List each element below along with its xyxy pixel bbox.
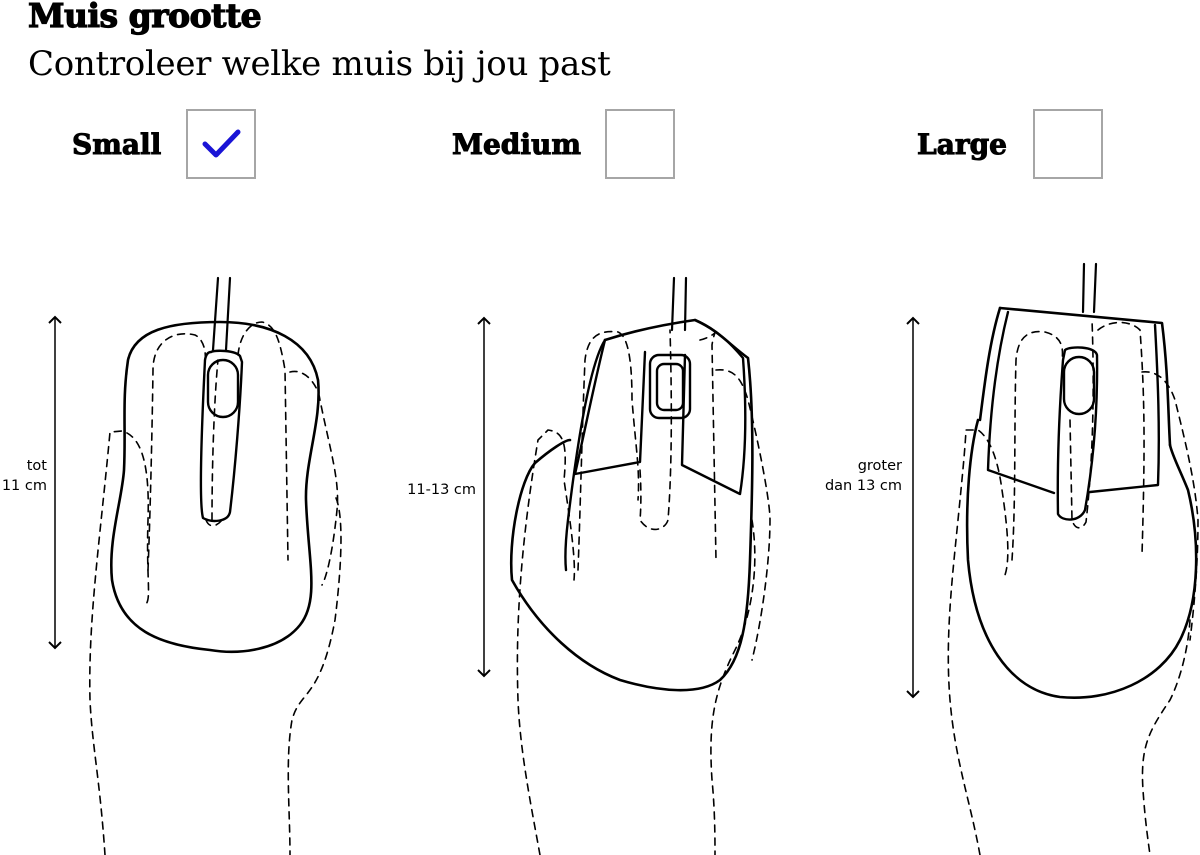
- dimension-label-small: tot 11 cm: [0, 456, 47, 496]
- page-title: Muis grootte: [27, 0, 262, 36]
- checkbox-small[interactable]: [186, 109, 257, 179]
- size-label-medium: Medium: [451, 127, 582, 161]
- checkmark-icon: [202, 129, 241, 158]
- size-option-large[interactable]: Large: [917, 106, 1103, 182]
- large-mouse-illustration: [906, 262, 1199, 855]
- page-subtitle: Controleer welke muis bij jou past: [28, 44, 611, 84]
- dimension-text: groter: [857, 458, 902, 474]
- size-label-large: Large: [917, 127, 1008, 161]
- checkbox-large[interactable]: [1032, 109, 1103, 179]
- medium-mouse-illustration: [477, 276, 771, 855]
- size-option-small[interactable]: Small: [71, 106, 257, 182]
- size-option-medium[interactable]: Medium: [451, 106, 676, 182]
- dimension-label-large: groter dan 13 cm: [790, 456, 902, 496]
- dimension-label-medium: 11-13 cm: [380, 480, 476, 500]
- checkbox-medium[interactable]: [605, 109, 676, 179]
- size-label-small: Small: [71, 127, 162, 161]
- small-mouse-illustration: [48, 276, 342, 855]
- dimension-text: tot: [26, 458, 47, 474]
- dimension-text: 11 cm: [1, 478, 47, 494]
- dimension-text: 11-13 cm: [407, 482, 476, 498]
- dimension-text: dan 13 cm: [824, 478, 902, 494]
